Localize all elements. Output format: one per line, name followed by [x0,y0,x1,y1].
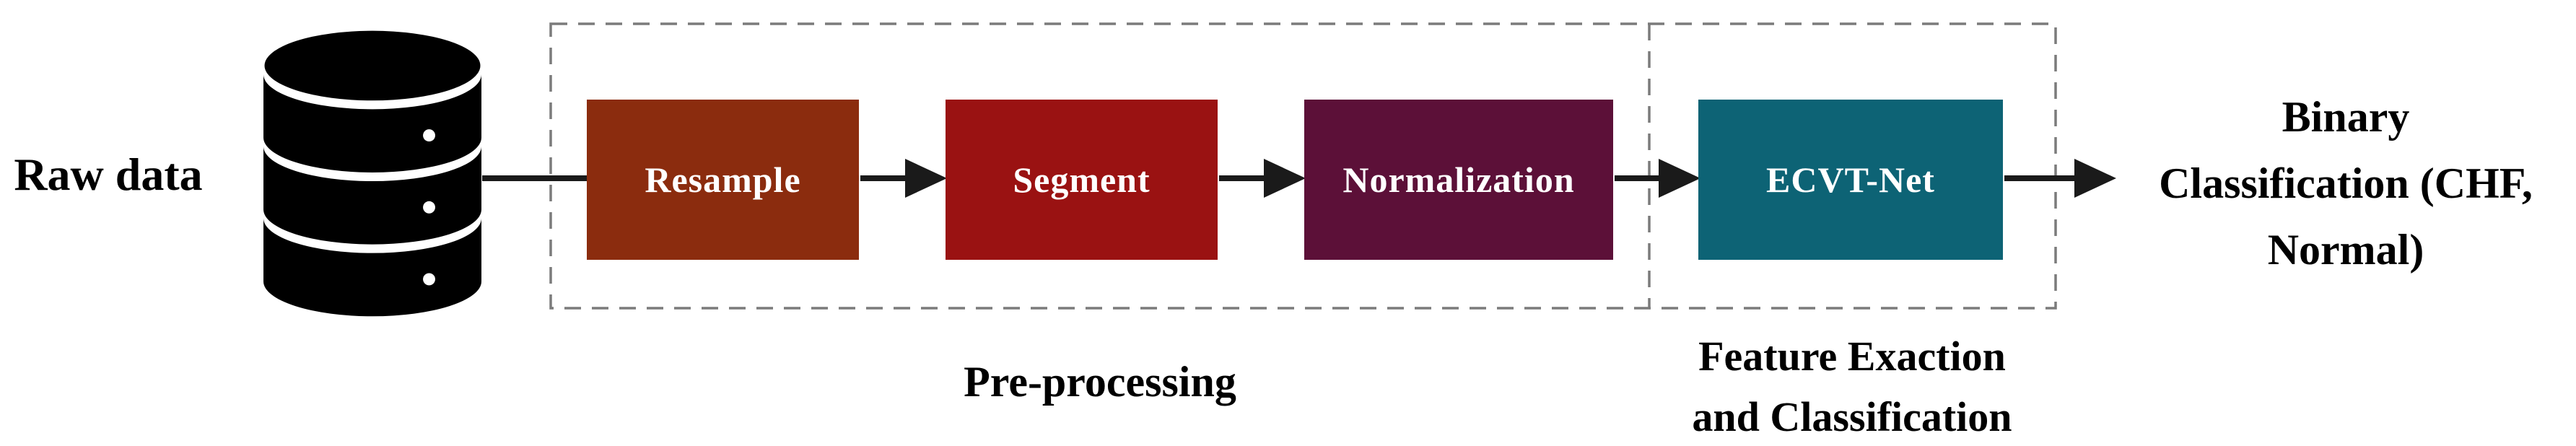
pipeline-box-ecvt-net: ECVT-Net [1698,100,2003,260]
arrow-normalization-to-ecvtnet [1615,159,1700,198]
output-label-line-3: Normal) [2267,226,2424,274]
pipeline-box-normalization-label: Normalization [1342,159,1575,200]
arrow-resample-to-segment [860,159,947,198]
arrow-ecvtnet-to-output [2004,159,2116,198]
region-label-pre-processing: Pre-processing [964,358,1236,406]
output-label-line-1: Binary [2282,93,2410,141]
output-label-binary-classification: Binary Classification (CHF, Normal) [2111,84,2576,283]
region-label-feature-extraction: Feature Exaction and Classification [1617,326,2087,446]
pipeline-box-ecvt-net-label: ECVT-Net [1766,159,1935,200]
pipeline-box-normalization: Normalization [1304,100,1613,260]
region-label-feature-line-2: and Classification [1692,393,2012,440]
pipeline-box-segment-label: Segment [1013,159,1151,200]
database-icon [263,30,481,317]
pipeline-box-resample-label: Resample [645,159,801,200]
output-label-line-2: Classification (CHF, [2159,159,2533,207]
raw-data-label: Raw data [14,149,203,200]
pipeline-box-resample: Resample [587,100,859,260]
pipeline-box-segment: Segment [946,100,1218,260]
arrow-segment-to-normalization [1219,159,1306,198]
region-label-feature-line-1: Feature Exaction [1698,333,2006,380]
